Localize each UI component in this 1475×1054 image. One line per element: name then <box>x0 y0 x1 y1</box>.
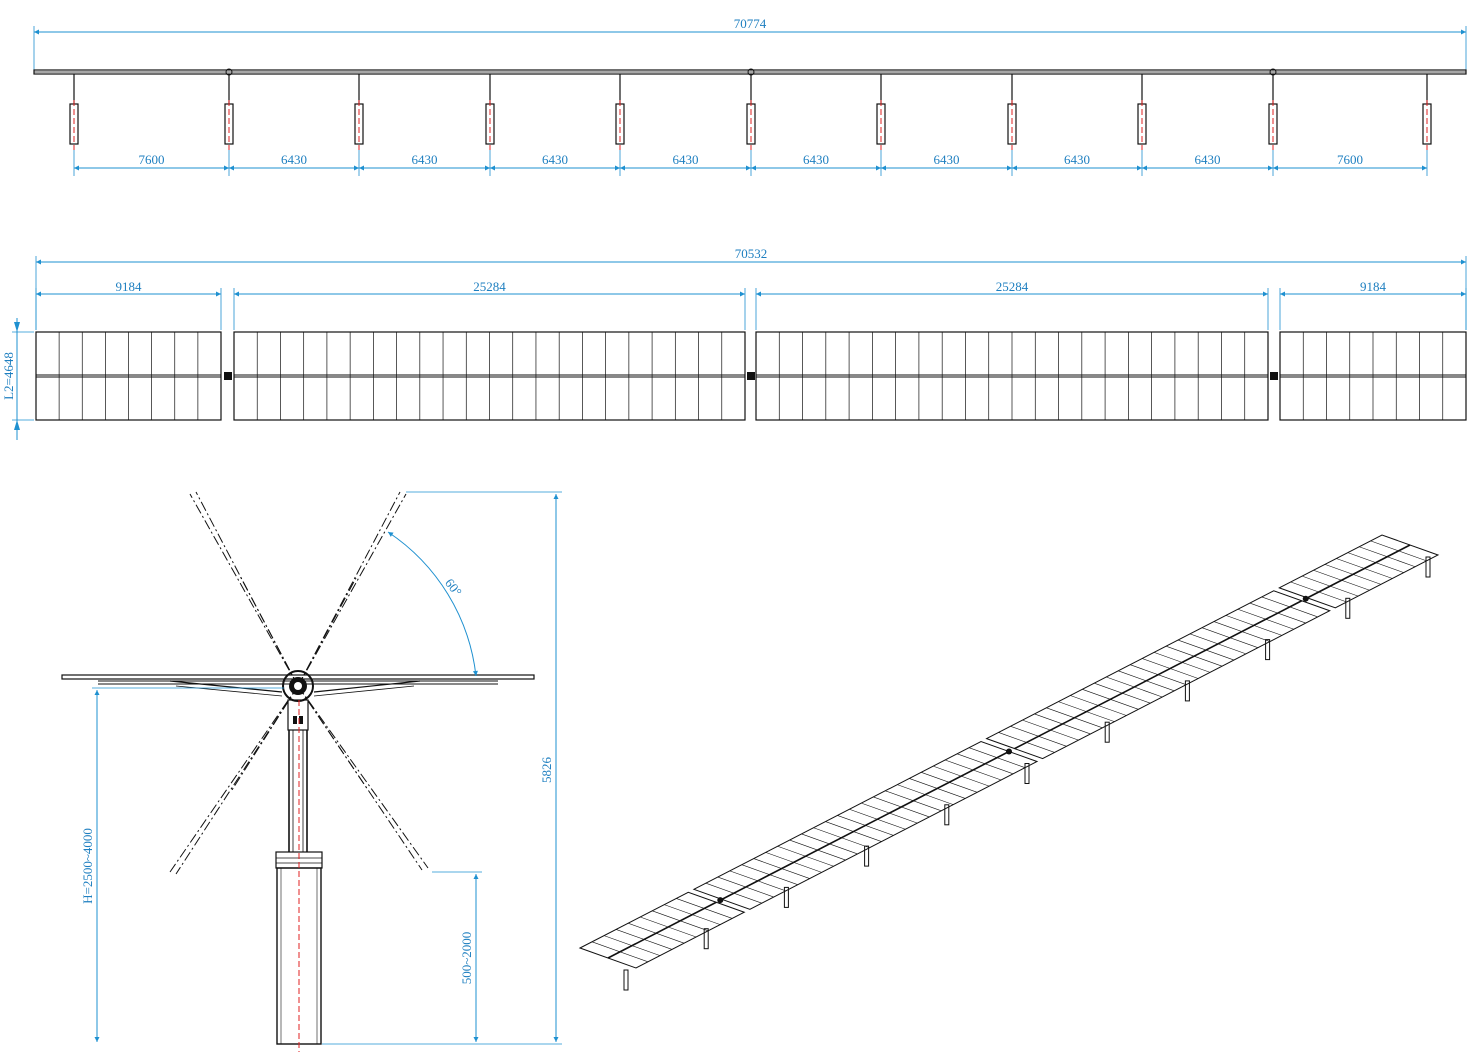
iso-panel-segment <box>985 590 1331 760</box>
side-view: 70774 7600 6430 6430 6430 6430 6430 6430 6430 64… <box>33 16 1467 176</box>
top-drive-unit <box>1270 372 1278 380</box>
top-segment-label: 25284 <box>996 279 1029 294</box>
angle-label: 60° <box>442 575 465 599</box>
top-segment-label: 9184 <box>116 279 143 294</box>
top-overall-label: 70532 <box>735 246 768 261</box>
iso-drive-unit <box>1006 748 1012 755</box>
iso-post <box>1425 556 1431 578</box>
iso-post <box>864 845 870 867</box>
top-drive-unit <box>224 372 232 380</box>
side-post <box>1007 74 1017 150</box>
top-width-label: L2=4648 <box>1 352 16 400</box>
side-span-label: 6430 <box>1195 152 1221 167</box>
side-overall-label: 70774 <box>734 16 767 31</box>
side-post <box>69 74 79 150</box>
iso-post <box>944 804 950 826</box>
top-panel-segment <box>755 331 1269 421</box>
top-segment-label: 9184 <box>1360 279 1387 294</box>
end-post <box>275 700 323 1052</box>
iso-post <box>1104 721 1110 743</box>
top-segments: 9184 25284 25284 9184 <box>35 279 1467 421</box>
iso-panel-segment <box>578 891 746 969</box>
top-panel-segment <box>1279 331 1467 421</box>
end-view: 60° 5826 H=2500~4000 500~2000 <box>61 491 562 1052</box>
iso-panel-segment <box>692 740 1039 910</box>
embed-depth-label: 500~2000 <box>459 932 474 985</box>
side-tube <box>33 69 1467 75</box>
angle-arc <box>387 531 478 677</box>
side-span-label: 7600 <box>1337 152 1363 167</box>
side-post <box>485 74 495 150</box>
side-span-label: 6430 <box>1064 152 1090 167</box>
iso-post <box>1184 680 1190 702</box>
side-span-label: 6430 <box>934 152 960 167</box>
iso-drive-unit <box>717 897 724 904</box>
side-span-label: 6430 <box>803 152 829 167</box>
side-span-label: 6430 <box>412 152 438 167</box>
side-posts <box>69 68 1432 150</box>
iso-post <box>703 928 709 950</box>
side-span-label: 6430 <box>542 152 568 167</box>
end-tilted-panels <box>169 491 429 875</box>
top-segment-label: 25284 <box>473 279 506 294</box>
side-post <box>615 74 625 150</box>
iso-post <box>1024 763 1030 784</box>
side-post <box>1268 68 1278 150</box>
iso-drive-unit <box>1302 595 1309 602</box>
side-span-label: 7600 <box>139 152 165 167</box>
side-post <box>1137 74 1147 150</box>
iso-post <box>1265 639 1271 661</box>
top-panel-segment <box>35 331 222 421</box>
side-post <box>354 74 364 150</box>
top-view: 70532 9184 25284 25284 9184 L2=4648 <box>1 246 1467 440</box>
iso-post <box>623 969 629 991</box>
side-span-label: 6430 <box>673 152 699 167</box>
total-height-label: 5826 <box>539 757 554 784</box>
side-span-dimensions: 7600 6430 6430 6430 6430 6430 6430 6430 6430 7600 <box>73 150 1428 176</box>
side-post <box>746 68 756 150</box>
side-post <box>224 68 234 150</box>
top-drive-unit <box>747 372 755 380</box>
iso-post <box>783 886 789 908</box>
iso-panel-segment <box>1278 534 1440 609</box>
isometric-view <box>578 534 1440 991</box>
end-bearing-hub <box>282 670 314 731</box>
top-panel-segment <box>233 331 746 421</box>
iso-post <box>1345 597 1351 619</box>
side-post <box>876 74 886 150</box>
side-span-label: 6430 <box>281 152 307 167</box>
side-post <box>1422 74 1432 150</box>
post-height-label: H=2500~4000 <box>80 828 95 904</box>
